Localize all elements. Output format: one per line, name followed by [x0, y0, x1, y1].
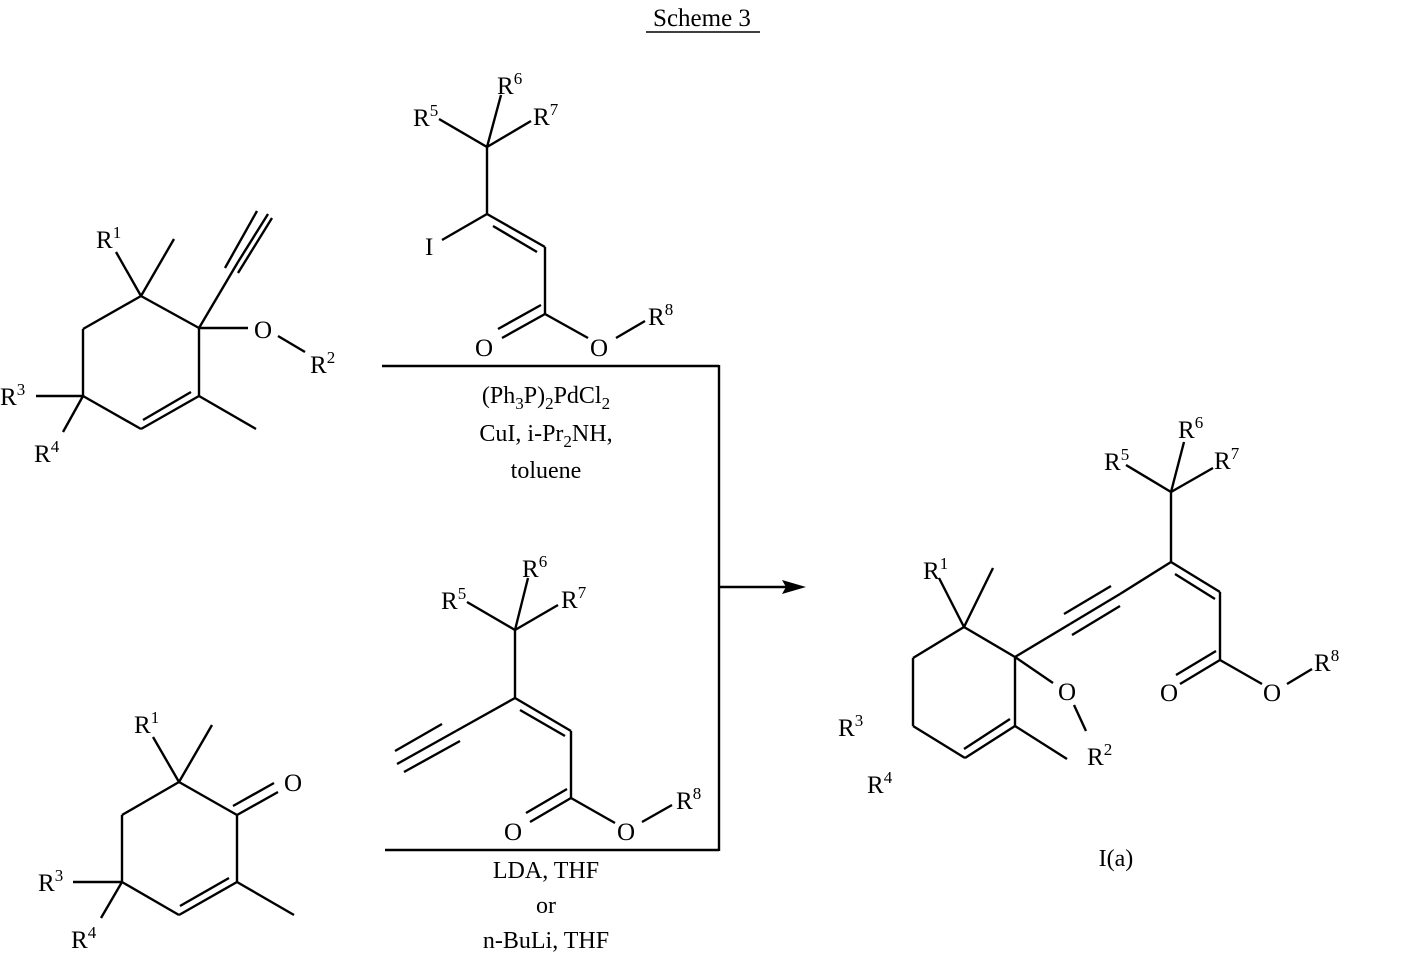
- svg-text:O: O: [590, 335, 608, 362]
- conditions-top-line2: CuI, i-Pr2NH,: [479, 421, 612, 451]
- reaction-arrow: [719, 365, 806, 851]
- compound-alkynol: R1 O R2 R3 R4: [0, 211, 335, 468]
- scheme-title: Scheme 3: [646, 5, 760, 32]
- svg-text:O: O: [617, 819, 635, 846]
- conditions-top: (Ph3P)2PdCl2 CuI, i-Pr2NH, toluene: [382, 366, 719, 484]
- conditions-bottom-line2: or: [536, 893, 556, 919]
- svg-text:R6: R6: [497, 69, 522, 100]
- svg-text:R6: R6: [522, 552, 547, 583]
- svg-text:O: O: [284, 770, 302, 797]
- conditions-top-line3: toluene: [511, 458, 582, 484]
- svg-text:R3: R3: [0, 380, 25, 411]
- svg-text:R2: R2: [310, 348, 335, 379]
- svg-text:R5: R5: [1104, 445, 1129, 476]
- conditions-top-line1: (Ph3P)2PdCl2: [482, 383, 610, 413]
- svg-text:R8: R8: [1314, 646, 1339, 677]
- svg-text:R3: R3: [38, 866, 63, 897]
- product-label: I(a): [1099, 846, 1134, 872]
- svg-text:R6: R6: [1178, 413, 1203, 444]
- svg-text:R7: R7: [533, 100, 559, 131]
- svg-text:R8: R8: [676, 784, 701, 815]
- scheme-title-text: Scheme 3: [653, 5, 751, 32]
- conditions-bottom-line3: n-BuLi, THF: [483, 928, 609, 954]
- svg-text:R4: R4: [71, 923, 97, 954]
- svg-text:I: I: [425, 234, 433, 261]
- svg-text:R3: R3: [838, 711, 863, 742]
- compound-product: R1 O R2 R3 R4 R5 R6 R7 O O R8 I(a): [838, 413, 1339, 872]
- svg-text:R5: R5: [413, 101, 438, 132]
- svg-text:O: O: [254, 317, 272, 344]
- svg-text:R5: R5: [441, 584, 466, 615]
- svg-text:R4: R4: [867, 768, 893, 799]
- svg-text:R1: R1: [96, 223, 121, 254]
- svg-text:O: O: [1263, 680, 1281, 707]
- compound-ketone: R1 O R3 R4: [38, 708, 302, 954]
- compound-enynoate: R5 R6 R7 O O R8: [395, 552, 701, 846]
- svg-text:R4: R4: [34, 437, 60, 468]
- conditions-bottom-line1: LDA, THF: [493, 858, 599, 884]
- svg-text:O: O: [1058, 679, 1076, 706]
- svg-text:O: O: [504, 819, 522, 846]
- svg-text:R2: R2: [1087, 740, 1112, 771]
- svg-text:R7: R7: [561, 583, 587, 614]
- compound-vinyl-iodide: R5 R6 R7 I O O R8: [413, 69, 673, 362]
- conditions-bottom: LDA, THF or n-BuLi, THF: [385, 850, 719, 954]
- svg-text:R1: R1: [923, 554, 948, 585]
- svg-text:R1: R1: [134, 708, 159, 739]
- svg-text:O: O: [1160, 680, 1178, 707]
- svg-text:O: O: [475, 335, 493, 362]
- svg-text:R7: R7: [1214, 444, 1240, 475]
- svg-text:R8: R8: [648, 300, 673, 331]
